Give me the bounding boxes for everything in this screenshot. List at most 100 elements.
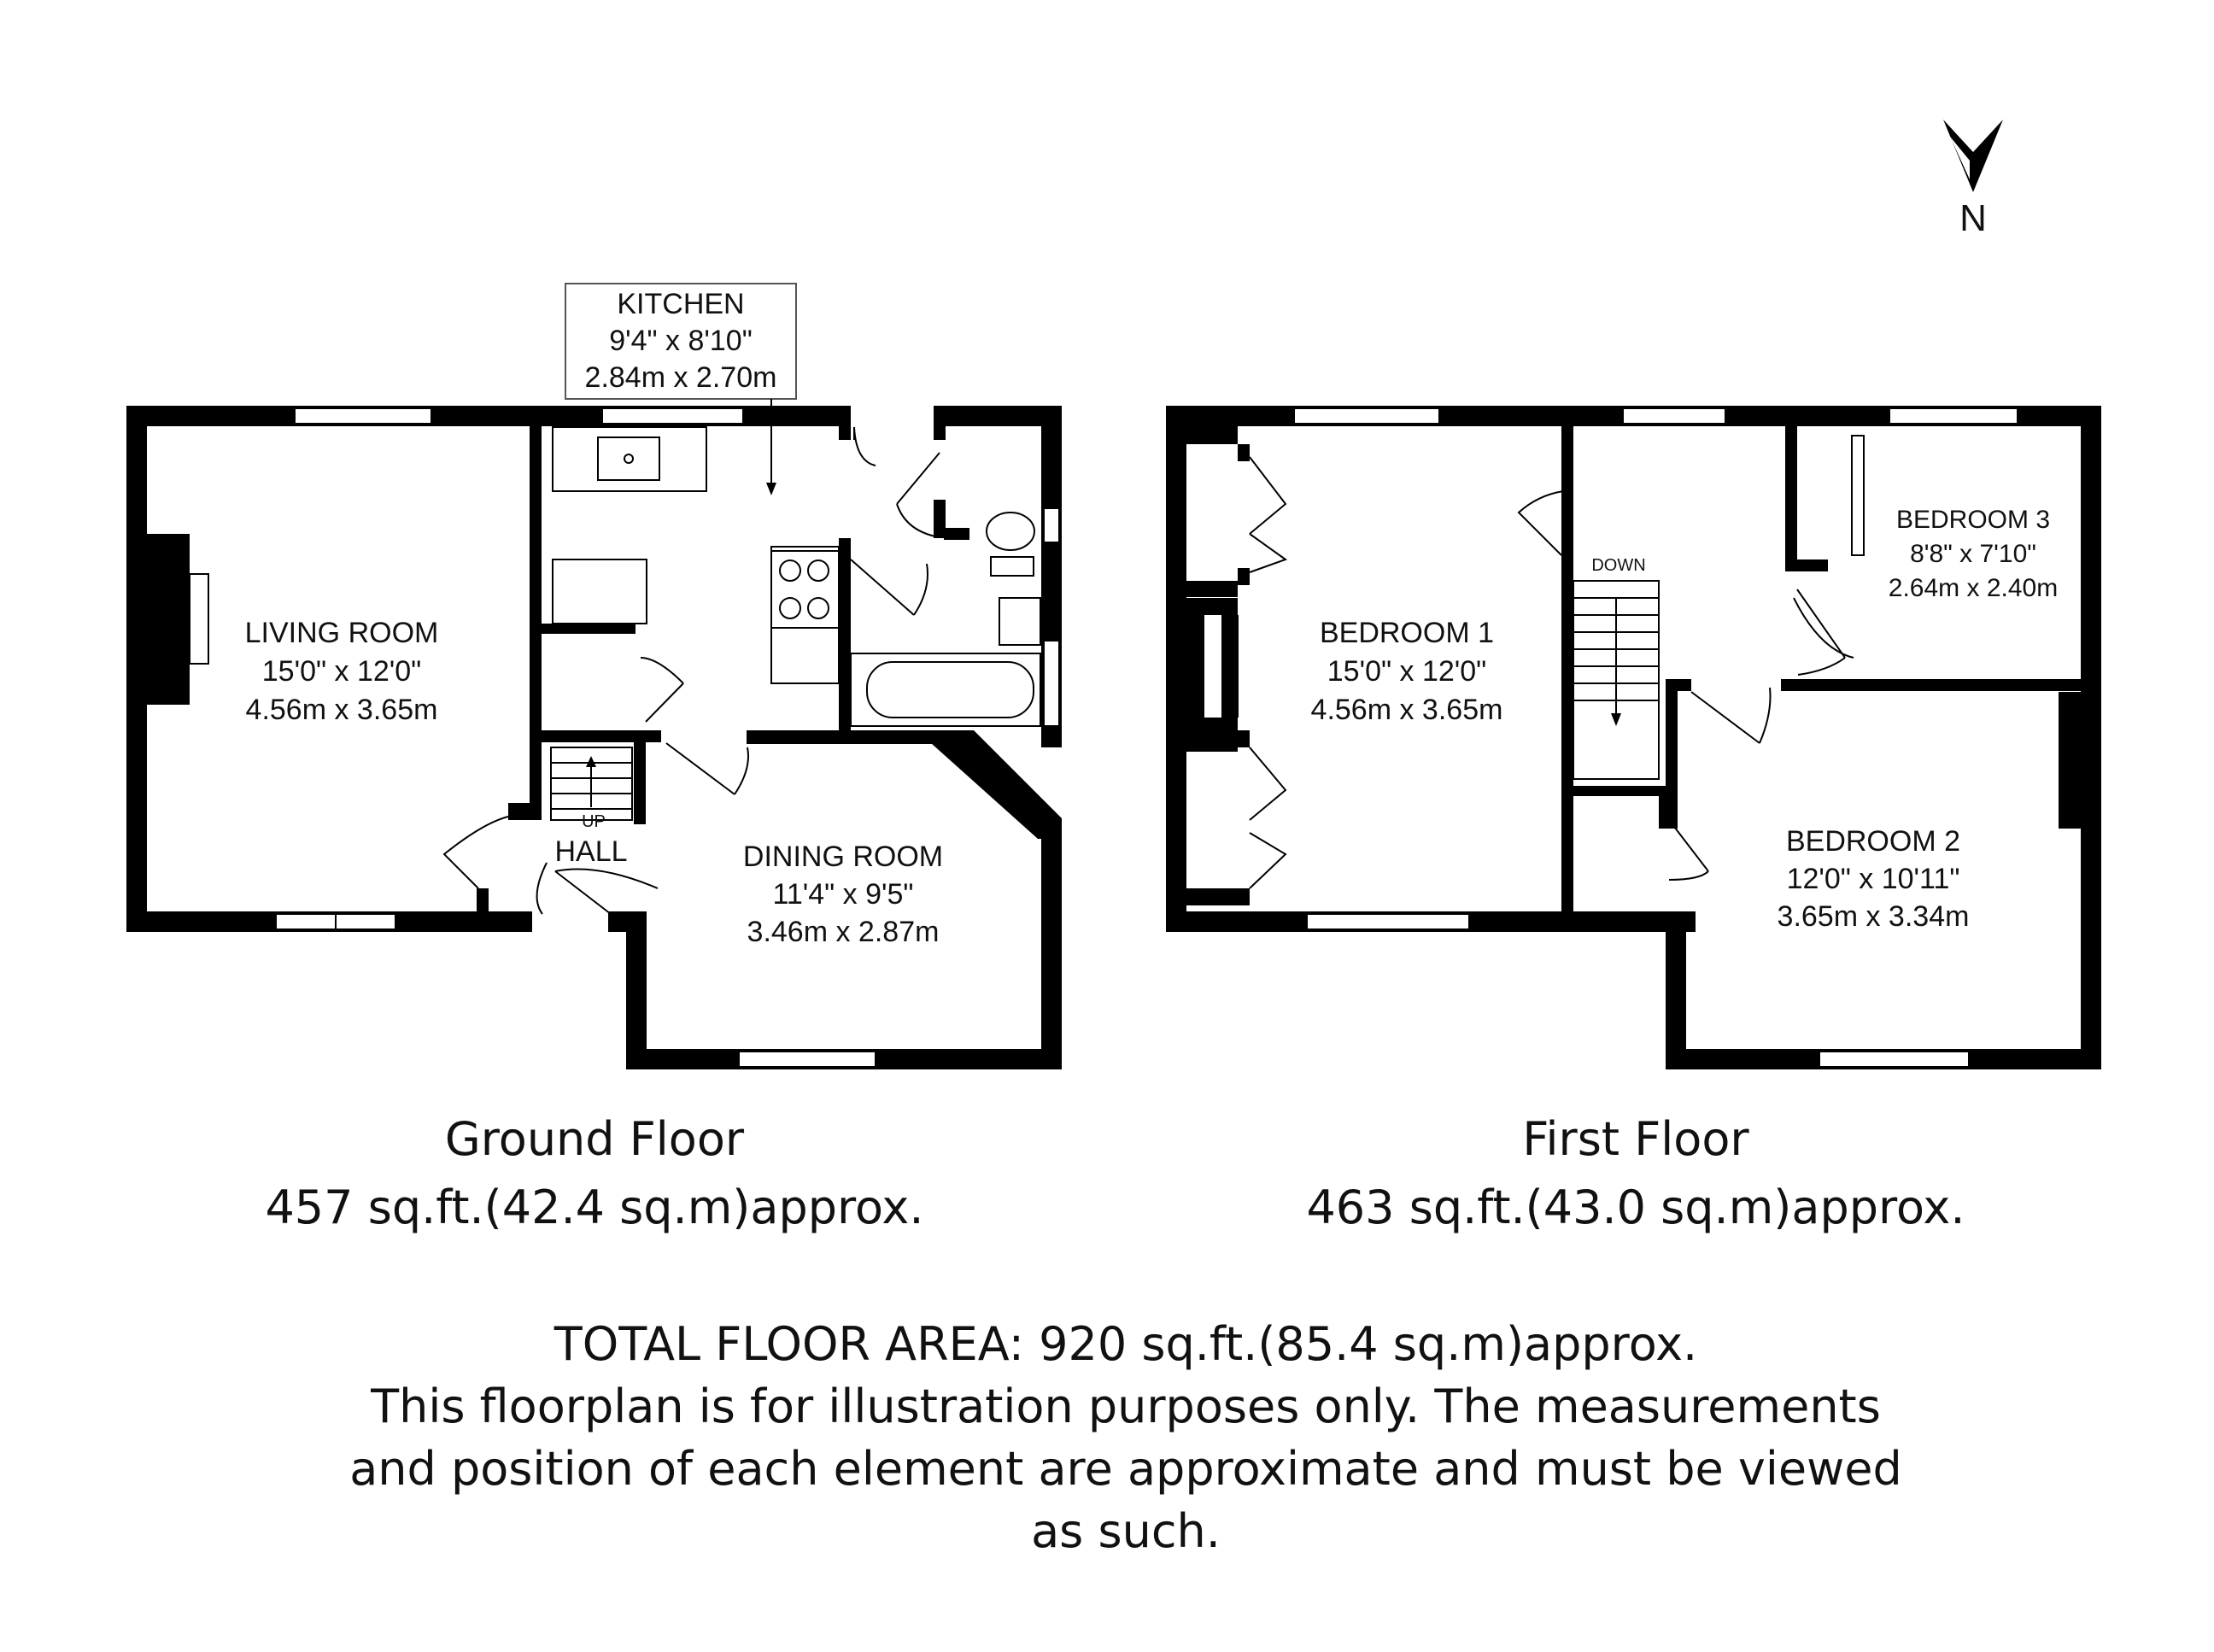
ff-wardrobe-door-1 xyxy=(1249,456,1288,573)
ff-wardrobe-inner-top xyxy=(1186,444,1238,581)
ff-wall-landing-cupboard xyxy=(1573,786,1667,796)
gf-bathtub xyxy=(850,653,1041,727)
gf-hearth xyxy=(189,573,209,665)
gf-wall-wc-bottom xyxy=(944,528,969,540)
ff-wall-bed2-left-upper xyxy=(1666,679,1678,829)
gf-hob-ring-2 xyxy=(807,559,829,582)
bedroom-3-imperial: 8'8" x 7'10" xyxy=(1910,540,2036,568)
ff-window-landing-top xyxy=(1622,407,1726,425)
ff-wardrobe-inner-mid xyxy=(1204,615,1221,718)
ff-door-cupboard xyxy=(1668,819,1709,881)
gf-window-living-top xyxy=(294,407,432,425)
gf-wall-dining-right xyxy=(1041,818,1062,1069)
gf-stairs xyxy=(550,747,633,821)
first-floor-title: First Floor xyxy=(1522,1112,1749,1166)
disclaimer-line-2: and position of each element are approxi… xyxy=(349,1442,1902,1496)
gf-wall-hall-top xyxy=(542,730,661,742)
ff-door-bed3 xyxy=(1796,589,1846,676)
total-floor-area: TOTAL FLOOR AREA: 920 sq.ft.(85.4 sq.m)a… xyxy=(554,1317,1697,1371)
disclaimer-line-1: This floorplan is for illustration purpo… xyxy=(370,1380,1881,1433)
ff-wardrobe-divider-2 xyxy=(1238,568,1250,585)
gf-door-living-hall xyxy=(442,815,513,889)
ff-wall-bed3-bottom xyxy=(1781,679,2101,691)
gf-bathtub-inner xyxy=(866,661,1034,718)
gf-wall-wc-left xyxy=(934,406,946,440)
ff-window-bed3-top xyxy=(1889,407,2018,425)
gf-wall-top-right xyxy=(934,406,1060,426)
compass: N xyxy=(1943,120,2003,239)
bedroom-1-metric: 4.56m x 3.65m xyxy=(1311,694,1503,726)
gf-wall-bath-top-stub xyxy=(839,406,851,440)
ground-floor-area: 457 sq.ft.(42.4 sq.m)approx. xyxy=(265,1180,923,1234)
ff-window-bed2-bottom xyxy=(1819,1051,1970,1068)
ff-wall-bed2-left xyxy=(1666,911,1686,1069)
living-room-metric: 4.56m x 3.65m xyxy=(246,694,438,726)
gf-wall-under-stairs-top xyxy=(542,624,636,634)
gf-hob-ring-1 xyxy=(779,559,801,582)
kitchen-metric: 2.84m x 2.70m xyxy=(585,361,777,394)
ff-wall-bed3-left xyxy=(1785,426,1797,563)
bedroom-3-metric: 2.64m x 2.40m xyxy=(1889,574,2058,602)
ff-wall-bed2-right-thick xyxy=(2059,692,2081,829)
ff-door-bed3-lower xyxy=(1793,597,1854,659)
gf-wall-entry-post xyxy=(508,803,532,820)
gf-hob-ring-4 xyxy=(807,597,829,619)
gf-wall-left xyxy=(126,406,147,932)
gf-window-bath-right xyxy=(1043,640,1060,727)
hall-name: HALL xyxy=(554,835,627,868)
gf-wall-living-right xyxy=(530,419,542,820)
gf-door-wc xyxy=(896,452,940,537)
bedroom-1-name: BEDROOM 1 xyxy=(1320,617,1494,649)
ff-wardrobe-sliding-bed3 xyxy=(1851,435,1865,556)
kitchen-label-box xyxy=(565,283,797,400)
ff-wall-bed3-bottom-stub xyxy=(1785,559,1828,571)
gf-window-dining-bottom xyxy=(738,1051,876,1068)
bedroom-2-name: BEDROOM 2 xyxy=(1786,825,1960,858)
gf-door-kitchen-dining xyxy=(665,742,749,795)
bedroom-3-name: BEDROOM 3 xyxy=(1896,506,2050,534)
landing-stairs-down-label: DOWN xyxy=(1591,556,1645,575)
gf-wall-kitchen-bottom xyxy=(747,730,933,744)
ff-wardrobe-divider-4 xyxy=(1238,888,1250,905)
gf-sink-drain xyxy=(624,454,634,464)
ff-window-bed1-top xyxy=(1293,407,1440,425)
compass-arrow-icon xyxy=(1943,120,2003,192)
disclaimer-line-3: as such. xyxy=(1031,1504,1221,1558)
ff-stairs xyxy=(1573,580,1660,780)
dining-room-name: DINING ROOM xyxy=(743,841,943,873)
gf-wall-living-right-lower xyxy=(530,730,542,816)
gf-kitchen-sink xyxy=(597,436,660,481)
ff-door-bed2 xyxy=(1690,687,1772,744)
kitchen-name: KITCHEN xyxy=(617,288,744,320)
gf-wall-living-bottom-stub xyxy=(477,888,489,914)
gf-hob-ring-3 xyxy=(779,597,801,619)
compass-arrow-highlight xyxy=(1950,137,1970,179)
ff-wardrobe-inner-bottom xyxy=(1186,752,1238,888)
bedroom-2-imperial: 12'0" x 10'11" xyxy=(1787,863,1960,895)
gf-door-kitchen-wc xyxy=(853,426,876,466)
ff-wardrobe-divider-1 xyxy=(1238,444,1250,461)
hall-stairs-up-label: UP xyxy=(582,812,606,831)
gf-door-bath xyxy=(850,559,928,616)
first-floor-area: 463 sq.ft.(43.0 sq.m)approx. xyxy=(1306,1180,1965,1234)
gf-toilet-cistern xyxy=(990,556,1034,577)
kitchen-pointer-arrow xyxy=(766,483,776,495)
first-floor-plan: DOWN BEDROOM 1 15'0" x 12'0" 4.56m x 3.6… xyxy=(1166,406,2101,1069)
compass-north-label: N xyxy=(1959,197,1987,239)
gf-window-kitchen-top xyxy=(601,407,744,425)
bedroom-2-metric: 3.65m x 3.34m xyxy=(1778,900,1970,933)
gf-chimney-breast xyxy=(147,534,190,705)
gf-wall-wc-lower xyxy=(934,500,946,538)
ff-door-bed1 xyxy=(1517,490,1564,556)
ff-wardrobe-divider-3 xyxy=(1238,730,1250,747)
living-room-imperial: 15'0" x 12'0" xyxy=(262,655,421,688)
ground-floor-title: Ground Floor xyxy=(445,1112,745,1166)
kitchen-imperial: 9'4" x 8'10" xyxy=(609,325,753,357)
gf-kitchen-worktop-left xyxy=(552,559,647,624)
ff-wardrobe-door-2 xyxy=(1249,747,1287,889)
gf-door-under-stairs xyxy=(640,657,684,723)
ff-window-bed1-bottom xyxy=(1306,913,1470,930)
gf-wall-hall-stub xyxy=(608,911,647,932)
dining-room-metric: 3.46m x 2.87m xyxy=(747,916,940,948)
